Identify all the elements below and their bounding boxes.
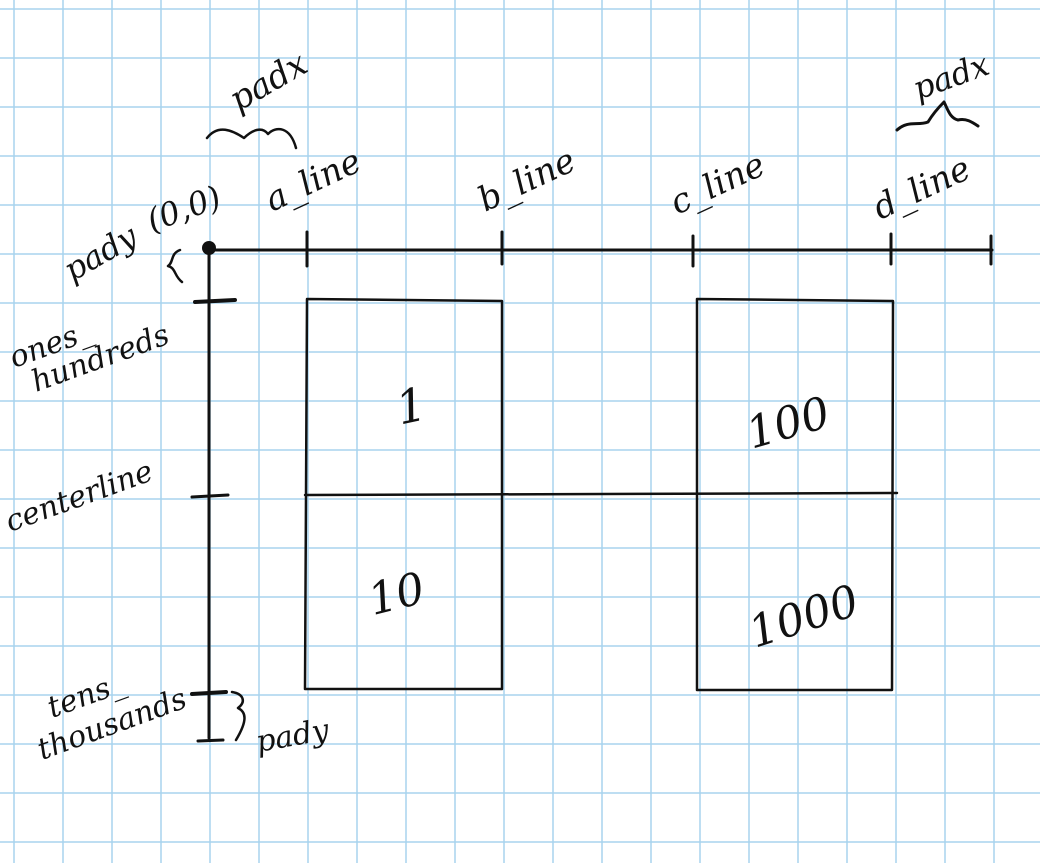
padx-right-brace xyxy=(895,100,980,132)
origin-dot xyxy=(202,241,216,255)
top-pady-tick xyxy=(193,298,237,304)
padx-top-brace xyxy=(205,127,298,150)
pady-bottom-brace xyxy=(230,690,246,742)
centerline xyxy=(303,491,899,497)
pady-top-brace xyxy=(166,248,184,284)
left-box xyxy=(303,297,504,691)
bottom-end-tick xyxy=(196,738,225,743)
top-axis xyxy=(202,230,994,268)
left-axis xyxy=(190,248,237,743)
centerline-tick xyxy=(190,493,230,499)
bottom-pady-tick xyxy=(190,690,228,696)
right-box xyxy=(695,297,895,692)
